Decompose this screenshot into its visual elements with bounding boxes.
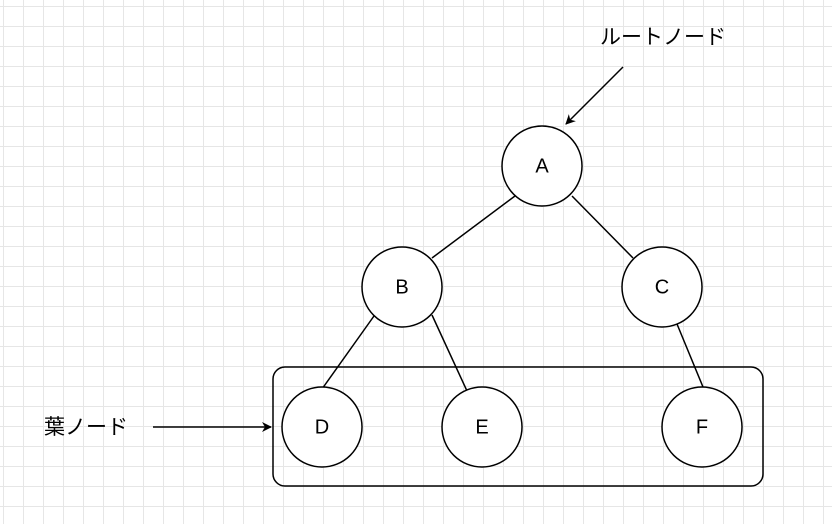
node-f-label: F — [696, 416, 708, 438]
edge-b-e — [431, 314, 468, 392]
node-d-label: D — [315, 416, 329, 438]
node-d: D — [281, 386, 363, 468]
node-b-label: B — [395, 276, 408, 298]
root-arrow — [565, 66, 624, 125]
edge-a-b — [431, 195, 516, 259]
node-b: B — [361, 246, 443, 328]
node-a-label: A — [535, 155, 549, 177]
edge-c-f — [676, 323, 704, 388]
leaf-node-annotation: 葉ノード — [44, 415, 128, 439]
node-e: E — [441, 386, 523, 468]
node-f: F — [661, 386, 743, 468]
node-a: A — [501, 125, 583, 207]
leaf-group-box — [272, 366, 764, 487]
node-e-label: E — [475, 416, 488, 438]
node-c-label: C — [655, 276, 669, 298]
edge-b-d — [321, 315, 375, 390]
root-node-annotation: ルートノード — [600, 25, 726, 49]
edge-a-c — [571, 195, 634, 259]
node-c: C — [621, 246, 703, 328]
